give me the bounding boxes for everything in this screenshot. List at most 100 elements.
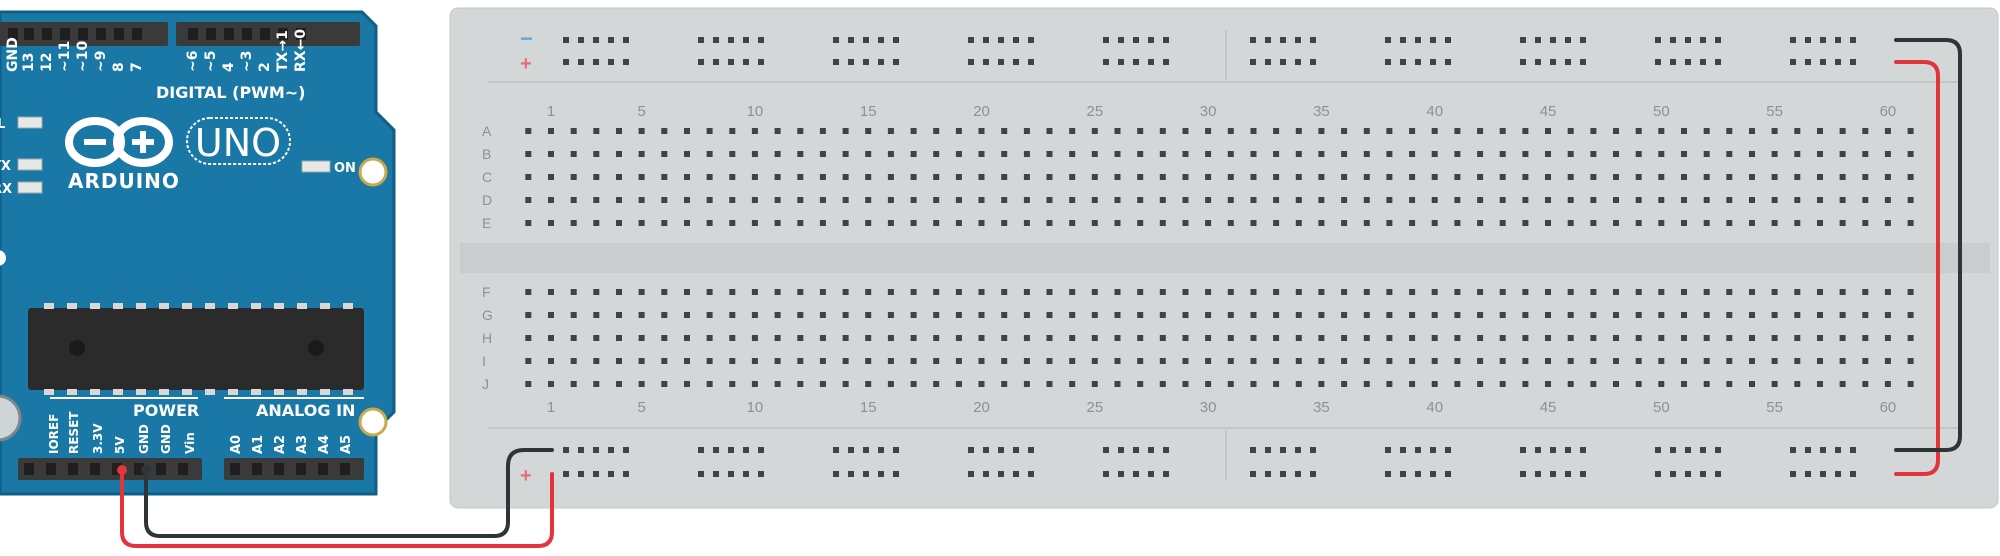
rail-hole[interactable] [758, 471, 764, 477]
rail-hole[interactable] [848, 37, 854, 43]
breadboard-hole[interactable] [1613, 358, 1619, 364]
breadboard-hole[interactable] [842, 289, 849, 295]
breadboard-hole[interactable] [1205, 220, 1212, 226]
breadboard-hole[interactable] [1703, 128, 1710, 134]
breadboard-hole[interactable] [1159, 312, 1166, 318]
breadboard-hole[interactable] [616, 335, 622, 341]
breadboard-hole[interactable] [1001, 174, 1008, 180]
breadboard-hole[interactable] [1907, 128, 1914, 134]
rail-hole[interactable] [1655, 59, 1661, 65]
breadboard-hole[interactable] [1613, 312, 1619, 318]
breadboard-hole[interactable] [1227, 197, 1234, 203]
breadboard-hole[interactable] [1250, 220, 1257, 226]
breadboard-hole[interactable] [1363, 220, 1370, 226]
breadboard-hole[interactable] [1839, 381, 1846, 387]
rail-hole[interactable] [863, 447, 869, 453]
breadboard-hole[interactable] [1771, 358, 1778, 364]
breadboard-hole[interactable] [525, 128, 532, 134]
rail-hole[interactable] [1280, 37, 1286, 43]
rail-hole[interactable] [983, 447, 989, 453]
rail-hole[interactable] [698, 447, 704, 453]
breadboard-hole[interactable] [842, 312, 849, 318]
rail-hole[interactable] [1163, 471, 1169, 477]
breadboard-hole[interactable] [1227, 174, 1234, 180]
breadboard-hole[interactable] [1635, 128, 1642, 134]
rail-hole[interactable] [1835, 471, 1841, 477]
breadboard-hole[interactable] [1884, 358, 1891, 364]
breadboard-hole[interactable] [616, 358, 622, 364]
rail-hole[interactable] [893, 59, 899, 65]
rail-hole[interactable] [1415, 59, 1421, 65]
rail-hole[interactable] [1280, 471, 1286, 477]
breadboard-hole[interactable] [1839, 289, 1846, 295]
breadboard-hole[interactable] [661, 220, 668, 226]
breadboard-hole[interactable] [1159, 358, 1166, 364]
breadboard-hole[interactable] [1613, 220, 1619, 226]
rail-hole[interactable] [1013, 59, 1019, 65]
breadboard-hole[interactable] [1884, 151, 1891, 157]
rail-hole[interactable] [1685, 471, 1691, 477]
breadboard-hole[interactable] [1635, 289, 1642, 295]
breadboard-hole[interactable] [638, 151, 645, 157]
breadboard-hole[interactable] [1839, 335, 1846, 341]
breadboard-hole[interactable] [1862, 289, 1869, 295]
rail-hole[interactable] [1685, 59, 1691, 65]
breadboard-hole[interactable] [774, 220, 781, 226]
breadboard-hole[interactable] [1046, 312, 1053, 318]
rail-hole[interactable] [998, 37, 1004, 43]
breadboard-hole[interactable] [1023, 312, 1030, 318]
breadboard-hole[interactable] [955, 174, 962, 180]
rail-hole[interactable] [1850, 37, 1856, 43]
pin-socket[interactable] [296, 463, 306, 475]
rail-hole[interactable] [1550, 471, 1556, 477]
breadboard-hole[interactable] [616, 128, 622, 134]
breadboard-hole[interactable] [1001, 289, 1008, 295]
rail-hole[interactable] [1685, 447, 1691, 453]
breadboard-hole[interactable] [1023, 289, 1030, 295]
pin-socket[interactable] [252, 463, 262, 475]
rail-hole[interactable] [743, 59, 749, 65]
breadboard-hole[interactable] [1749, 197, 1755, 203]
breadboard-hole[interactable] [1341, 335, 1348, 341]
breadboard-hole[interactable] [797, 151, 804, 157]
breadboard-hole[interactable] [1318, 174, 1325, 180]
breadboard-hole[interactable] [1046, 174, 1053, 180]
rail-hole[interactable] [1445, 471, 1451, 477]
breadboard-hole[interactable] [1839, 220, 1846, 226]
breadboard-hole[interactable] [887, 197, 894, 203]
breadboard-hole[interactable] [661, 197, 668, 203]
breadboard-hole[interactable] [1046, 197, 1053, 203]
breadboard-hole[interactable] [1794, 335, 1801, 341]
breadboard-hole[interactable] [1137, 151, 1144, 157]
breadboard-hole[interactable] [1182, 128, 1189, 134]
rail-hole[interactable] [893, 37, 899, 43]
rail-hole[interactable] [1670, 37, 1676, 43]
breadboard-hole[interactable] [1091, 197, 1098, 203]
breadboard-hole[interactable] [1658, 358, 1665, 364]
breadboard-hole[interactable] [1839, 197, 1846, 203]
breadboard-hole[interactable] [1635, 151, 1642, 157]
breadboard-hole[interactable] [1454, 335, 1461, 341]
breadboard-hole[interactable] [593, 358, 600, 364]
breadboard-hole[interactable] [910, 381, 917, 387]
rail-hole[interactable] [1670, 447, 1676, 453]
breadboard-hole[interactable] [593, 312, 600, 318]
breadboard-hole[interactable] [1001, 128, 1008, 134]
breadboard-hole[interactable] [1590, 381, 1597, 387]
pin-socket[interactable] [230, 463, 240, 475]
pin-socket[interactable] [242, 28, 252, 40]
breadboard-hole[interactable] [706, 289, 713, 295]
breadboard-hole[interactable] [616, 289, 622, 295]
rail-hole[interactable] [1655, 37, 1661, 43]
rail-hole[interactable] [1550, 37, 1556, 43]
breadboard-hole[interactable] [1318, 151, 1325, 157]
breadboard-hole[interactable] [1726, 381, 1733, 387]
rail-hole[interactable] [1295, 37, 1301, 43]
breadboard-hole[interactable] [525, 197, 532, 203]
rail-hole[interactable] [578, 37, 584, 43]
breadboard-hole[interactable] [887, 220, 894, 226]
breadboard-hole[interactable] [1182, 151, 1189, 157]
breadboard-hole[interactable] [1726, 358, 1733, 364]
breadboard-hole[interactable] [1658, 335, 1665, 341]
breadboard-hole[interactable] [1069, 197, 1076, 203]
